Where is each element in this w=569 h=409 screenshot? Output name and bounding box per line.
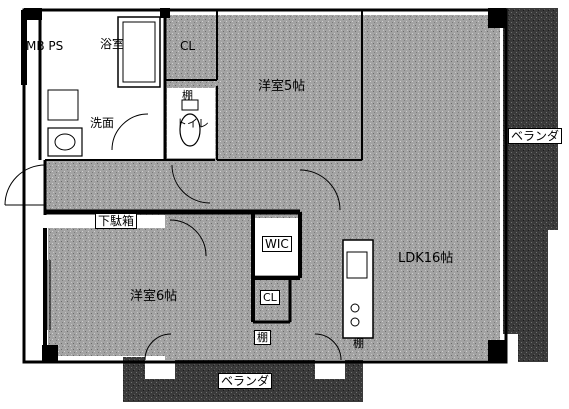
western-room-6-label: 洋室6帖 xyxy=(130,289,178,304)
kitchen-fixtures xyxy=(346,251,368,327)
wall-posts xyxy=(24,8,506,362)
door-swings xyxy=(4,113,342,361)
shelf-lower-label: 棚 xyxy=(254,330,271,345)
veranda-right xyxy=(503,8,558,362)
shelf-kitchen-label: 棚 xyxy=(353,337,364,350)
wic-label: WIC xyxy=(262,236,292,252)
closet-top xyxy=(165,15,217,80)
washroom-label: 洗面 xyxy=(90,116,115,130)
bathroom-label: 浴室 xyxy=(100,37,125,51)
mb-ps-label: MB PS xyxy=(26,39,64,53)
shoe-cabinet-label: 下駄箱 xyxy=(95,213,138,229)
western-room-5-label: 洋室5帖 xyxy=(258,79,306,94)
window-left xyxy=(46,260,51,330)
washing-machine xyxy=(47,89,79,121)
toilet-label: トイレ xyxy=(176,117,209,130)
ldk-label: LDK16帖 xyxy=(398,251,454,266)
shelf-toilet-label: 棚 xyxy=(182,89,193,102)
wet-area xyxy=(45,15,373,338)
bathtub xyxy=(117,16,161,88)
washbasin xyxy=(47,127,83,157)
veranda-bottom-label: ベランダ xyxy=(218,373,273,389)
closet-small-label: CL xyxy=(260,290,280,305)
toilet-fixture xyxy=(179,99,201,147)
walls xyxy=(21,8,508,364)
floor-area xyxy=(45,15,500,360)
veranda-right-label: ベランダ xyxy=(508,128,563,144)
closet-top-label: CL xyxy=(180,39,196,53)
